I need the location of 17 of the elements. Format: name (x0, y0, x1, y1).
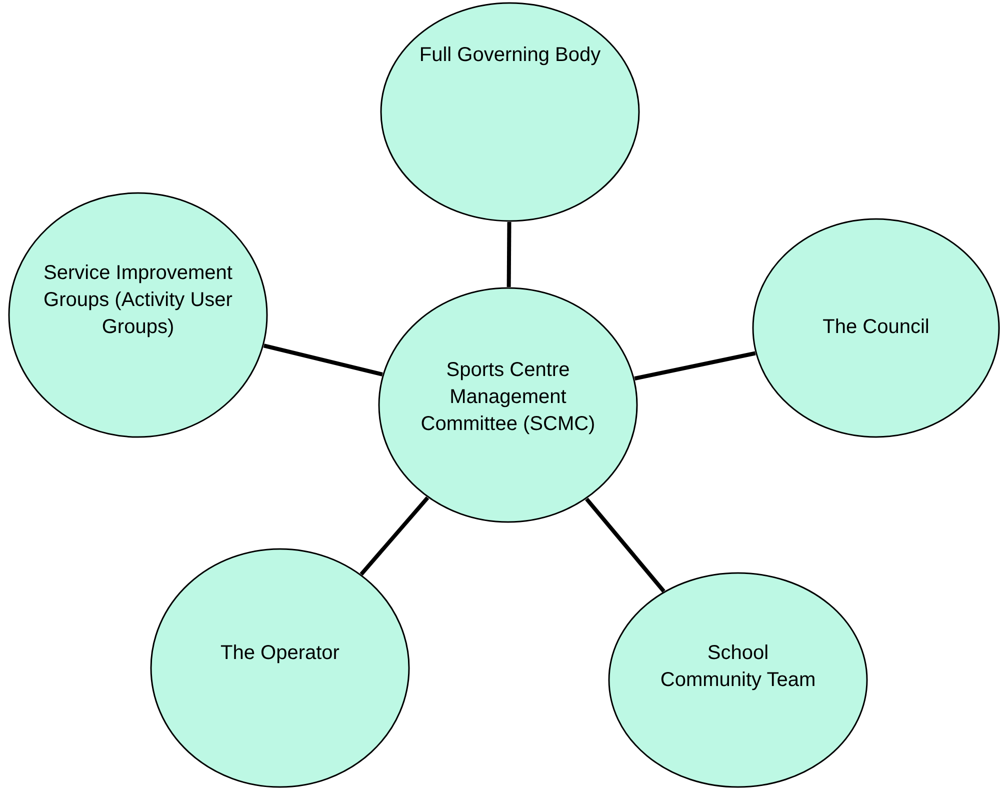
node-label: Sports Centre Management Committee (SCMC) (420, 358, 596, 437)
node-label: Service Improvement Groups (Activity User Groups) (42, 261, 234, 340)
connector-line (506, 222, 512, 288)
connector-line (585, 498, 666, 593)
ellipse-node (378, 287, 638, 523)
node-label: The Council (822, 315, 930, 340)
ellipse-node (752, 218, 1000, 438)
connector-line (634, 351, 756, 380)
connector-line (360, 496, 430, 576)
ellipse-node (380, 2, 640, 222)
node-label: School Community Team (659, 641, 817, 693)
connector-line (263, 344, 383, 376)
node-label: Full Governing Body (418, 43, 602, 68)
node-label: The Operator (220, 641, 340, 666)
ellipse-node (608, 572, 868, 788)
ellipse-node (150, 548, 410, 788)
ellipse-node (8, 192, 268, 438)
